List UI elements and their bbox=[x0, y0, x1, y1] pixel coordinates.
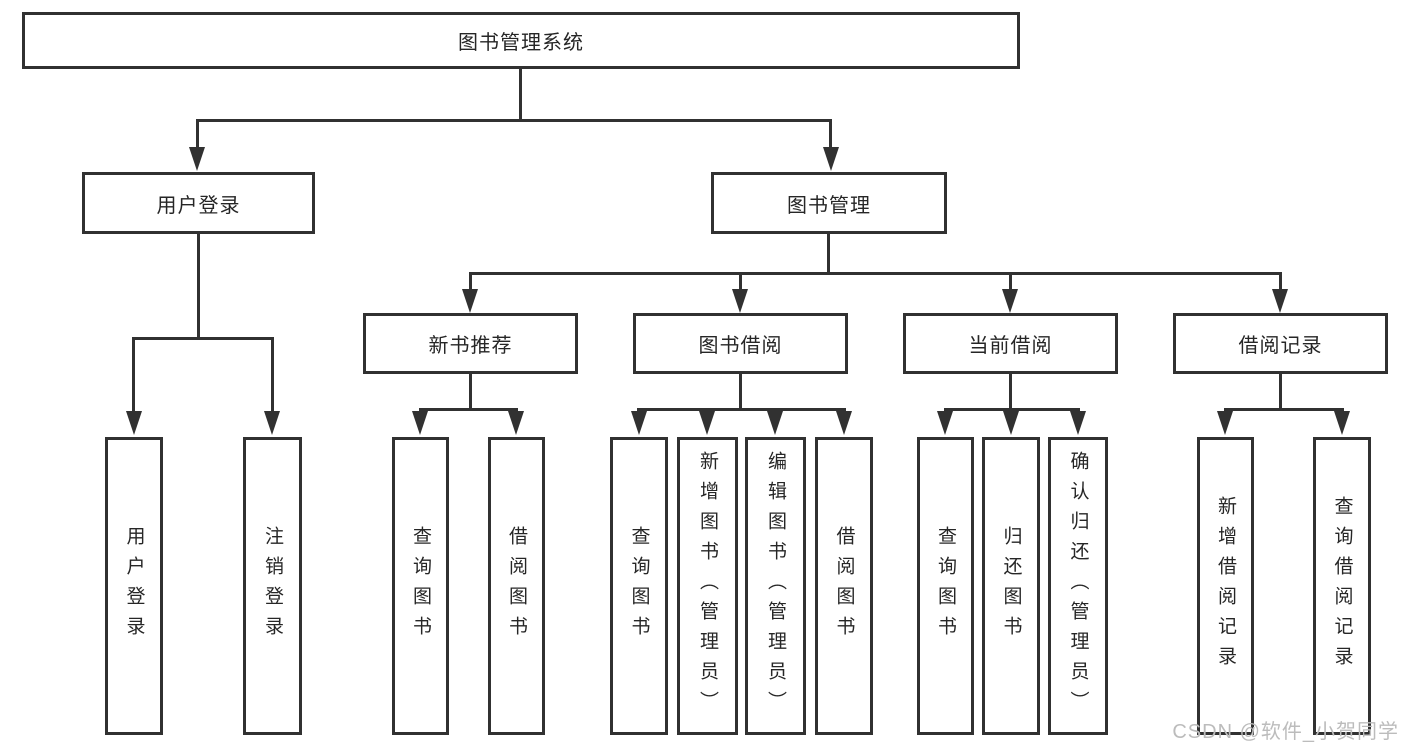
arrowhead-icon bbox=[126, 411, 142, 435]
leaf-confirm-return-admin: 确认归还（管理员） bbox=[1048, 437, 1108, 735]
node-new-book-recommend: 新书推荐 bbox=[363, 313, 578, 374]
node-borrowing-records: 借阅记录 bbox=[1173, 313, 1388, 374]
leaf-label: 查询图书 bbox=[410, 526, 431, 646]
arrowhead-icon bbox=[189, 147, 205, 171]
arrowhead-icon bbox=[732, 289, 748, 313]
arrowhead-icon bbox=[1003, 411, 1019, 435]
connector-line bbox=[519, 69, 522, 120]
leaf-label: 注销登录 bbox=[262, 526, 283, 646]
connector-line bbox=[469, 374, 472, 410]
leaf-query-books-current: 查询图书 bbox=[917, 437, 974, 735]
connector-line bbox=[637, 408, 846, 411]
connector-line bbox=[739, 374, 742, 410]
arrowhead-icon bbox=[1070, 411, 1086, 435]
arrowhead-icon bbox=[937, 411, 953, 435]
connector-line bbox=[419, 408, 518, 411]
leaf-label: 查询借阅记录 bbox=[1331, 496, 1353, 676]
connector-line bbox=[1009, 272, 1012, 292]
arrowhead-icon bbox=[264, 411, 280, 435]
csdn-watermark: CSDN @软件_小贺同学 bbox=[1172, 721, 1399, 743]
leaf-label: 归还图书 bbox=[1000, 526, 1022, 646]
node-book-management-label: 图书管理 bbox=[787, 194, 871, 217]
leaf-label: 用户登录 bbox=[123, 526, 145, 646]
connector-line bbox=[829, 119, 832, 149]
connector-line bbox=[197, 234, 200, 338]
arrowhead-icon bbox=[836, 411, 852, 435]
leaf-query-books-borrowing: 查询图书 bbox=[610, 437, 668, 735]
leaf-label: 借阅图书 bbox=[833, 526, 855, 646]
node-root: 图书管理系统 bbox=[22, 12, 1020, 69]
leaf-label: 确认归还（管理员） bbox=[1067, 451, 1089, 721]
connector-line bbox=[469, 272, 1282, 275]
node-new-book-recommend-label: 新书推荐 bbox=[428, 335, 513, 357]
leaf-query-borrow-record: 查询借阅记录 bbox=[1313, 437, 1371, 735]
arrowhead-icon bbox=[631, 411, 647, 435]
leaf-add-borrow-record: 新增借阅记录 bbox=[1197, 437, 1254, 735]
connector-line bbox=[1224, 408, 1344, 411]
leaf-add-books-admin: 新增图书（管理员） bbox=[677, 437, 738, 735]
arrowhead-icon bbox=[462, 289, 478, 313]
connector-line bbox=[132, 337, 274, 340]
arrowhead-icon bbox=[1334, 411, 1350, 435]
node-user-login: 用户登录 bbox=[82, 172, 315, 234]
leaf-label: 查询图书 bbox=[628, 526, 650, 646]
arrowhead-icon bbox=[767, 411, 783, 435]
connector-line bbox=[196, 119, 199, 149]
connector-line bbox=[1279, 374, 1282, 410]
leaf-label: 借阅图书 bbox=[506, 526, 527, 646]
leaf-logout: 注销登录 bbox=[243, 437, 302, 735]
connector-line bbox=[827, 234, 830, 273]
connector-line bbox=[739, 272, 742, 292]
connector-line bbox=[469, 272, 472, 292]
arrowhead-icon bbox=[412, 411, 428, 435]
arrowhead-icon bbox=[1002, 289, 1018, 313]
leaf-label: 查询图书 bbox=[935, 526, 956, 646]
node-book-borrowing-label: 图书借阅 bbox=[698, 335, 783, 357]
node-current-borrowing-label: 当前借阅 bbox=[968, 335, 1053, 357]
leaf-borrow-books: 借阅图书 bbox=[815, 437, 873, 735]
connector-line bbox=[132, 337, 135, 413]
arrowhead-icon bbox=[823, 147, 839, 171]
node-current-borrowing: 当前借阅 bbox=[903, 313, 1118, 374]
arrowhead-icon bbox=[699, 411, 715, 435]
leaf-borrow-books-recommend: 借阅图书 bbox=[488, 437, 545, 735]
node-book-management: 图书管理 bbox=[711, 172, 947, 234]
leaf-label: 编辑图书（管理员） bbox=[765, 451, 786, 721]
leaf-label: 新增借阅记录 bbox=[1215, 496, 1236, 676]
leaf-query-books-recommend: 查询图书 bbox=[392, 437, 449, 735]
connector-line bbox=[944, 408, 1080, 411]
connector-line bbox=[271, 337, 274, 413]
connector-line bbox=[1009, 374, 1012, 410]
leaf-edit-books-admin: 编辑图书（管理员） bbox=[745, 437, 806, 735]
node-book-borrowing: 图书借阅 bbox=[633, 313, 848, 374]
arrowhead-icon bbox=[1272, 289, 1288, 313]
leaf-user-login: 用户登录 bbox=[105, 437, 163, 735]
leaf-return-books: 归还图书 bbox=[982, 437, 1040, 735]
node-root-label: 图书管理系统 bbox=[458, 32, 584, 54]
connector-line bbox=[1279, 272, 1282, 292]
node-user-login-label: 用户登录 bbox=[156, 194, 241, 217]
connector-line bbox=[196, 119, 832, 122]
arrowhead-icon bbox=[1217, 411, 1233, 435]
leaf-label: 新增图书（管理员） bbox=[697, 451, 718, 721]
arrowhead-icon bbox=[508, 411, 524, 435]
node-borrowing-records-label: 借阅记录 bbox=[1238, 335, 1323, 357]
